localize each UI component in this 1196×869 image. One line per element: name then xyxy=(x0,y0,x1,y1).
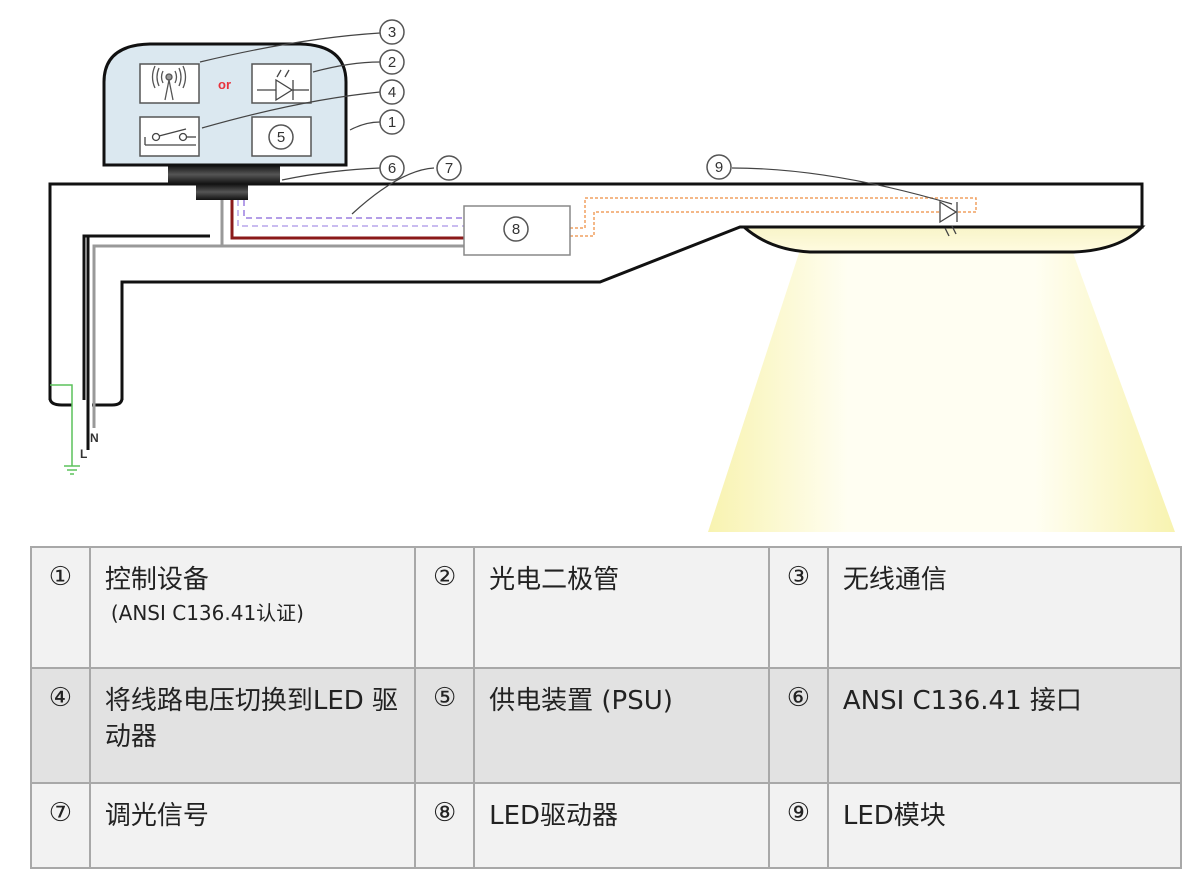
legend-number: ⑥ xyxy=(768,667,829,784)
relay-switch-module xyxy=(139,116,200,157)
legend-number: ⑨ xyxy=(768,782,829,869)
photodiode-icon xyxy=(257,69,309,102)
led-signal-wire-1 xyxy=(570,197,977,229)
wireless-module xyxy=(139,63,200,104)
svg-text:7: 7 xyxy=(445,160,453,177)
ansi-connector-cap xyxy=(168,165,280,184)
legend-label: 供电装置 (PSU) xyxy=(473,667,770,784)
switch-icon xyxy=(144,128,196,146)
leader-lines xyxy=(199,32,953,215)
pole-base-left xyxy=(48,397,72,407)
svg-text:1: 1 xyxy=(388,114,396,131)
legend-number: ⑤ xyxy=(414,667,476,784)
callout-3: 3 xyxy=(379,19,405,45)
led-module-icon xyxy=(939,200,958,237)
svg-text:5: 5 xyxy=(277,129,285,146)
callout-9: 9 xyxy=(706,154,732,180)
legend-number: ③ xyxy=(768,546,829,669)
callout-1: 1 xyxy=(379,109,405,135)
legend-label: LED驱动器 xyxy=(473,782,770,869)
legend-row: ④ 将线路电压切换到LED 驱动器 ⑤ 供电装置 (PSU) ⑥ ANSI C1… xyxy=(30,667,1183,784)
callout-6: 6 xyxy=(379,155,405,181)
legend-label: ANSI C136.41 接口 xyxy=(826,667,1183,784)
callout-5: 5 xyxy=(268,124,294,150)
luminaire-lens xyxy=(740,225,1146,254)
pole-base-right xyxy=(92,397,124,407)
or-label: or xyxy=(218,77,231,92)
legend-label: 无线通信 xyxy=(826,546,1183,669)
ground-icon xyxy=(64,465,80,475)
dimming-signal-wire-2 xyxy=(243,200,464,219)
legend-number: ⑦ xyxy=(30,782,91,869)
antenna-icon xyxy=(151,65,187,101)
line-wire-red xyxy=(230,200,464,240)
led-signal-wire-2 xyxy=(570,211,940,237)
neutral-wire-label: N xyxy=(90,431,99,445)
legend-label: 控制设备 (ANSI C136.41认证) xyxy=(88,546,417,669)
svg-text:8: 8 xyxy=(512,221,520,238)
ansi-connector-base xyxy=(196,184,248,200)
legend-number: ② xyxy=(414,546,476,669)
legend-label: 调光信号 xyxy=(88,782,417,869)
light-beam xyxy=(708,250,1175,532)
legend-number: ④ xyxy=(30,667,91,784)
callout-4: 4 xyxy=(379,79,405,105)
legend-row: ① 控制设备 (ANSI C136.41认证) ② 光电二极管 ③ 无线通信 xyxy=(30,546,1183,669)
neutral-wire xyxy=(92,200,224,428)
svg-text:2: 2 xyxy=(388,54,396,71)
ground-wire xyxy=(50,384,73,466)
legend-label: 光电二极管 xyxy=(473,546,770,669)
svg-text:9: 9 xyxy=(715,159,723,176)
dimming-signal-wire-1 xyxy=(237,200,464,227)
svg-text:3: 3 xyxy=(388,24,396,41)
callout-8: 8 xyxy=(503,216,529,242)
callout-2: 2 xyxy=(379,49,405,75)
photodiode-module xyxy=(251,63,312,104)
streetlight-wiring-diagram: N L or xyxy=(48,19,1175,532)
legend-label-sub: (ANSI C136.41认证) xyxy=(110,601,304,625)
legend-label: LED模块 xyxy=(826,782,1183,869)
legend-label: 将线路电压切换到LED 驱动器 xyxy=(88,667,417,784)
line-wire-label: L xyxy=(80,447,87,461)
legend-number: ① xyxy=(30,546,91,669)
legend-label-text: 控制设备 xyxy=(104,565,209,595)
svg-text:6: 6 xyxy=(388,160,396,177)
svg-text:4: 4 xyxy=(388,84,396,101)
legend-number: ⑧ xyxy=(414,782,476,869)
pole-inner-outline xyxy=(82,234,210,400)
legend-table: ① 控制设备 (ANSI C136.41认证) ② 光电二极管 ③ 无线通信 ④ … xyxy=(30,546,1183,869)
callout-7: 7 xyxy=(436,155,462,181)
legend-row: ⑦ 调光信号 ⑧ LED驱动器 ⑨ LED模块 xyxy=(30,782,1183,869)
